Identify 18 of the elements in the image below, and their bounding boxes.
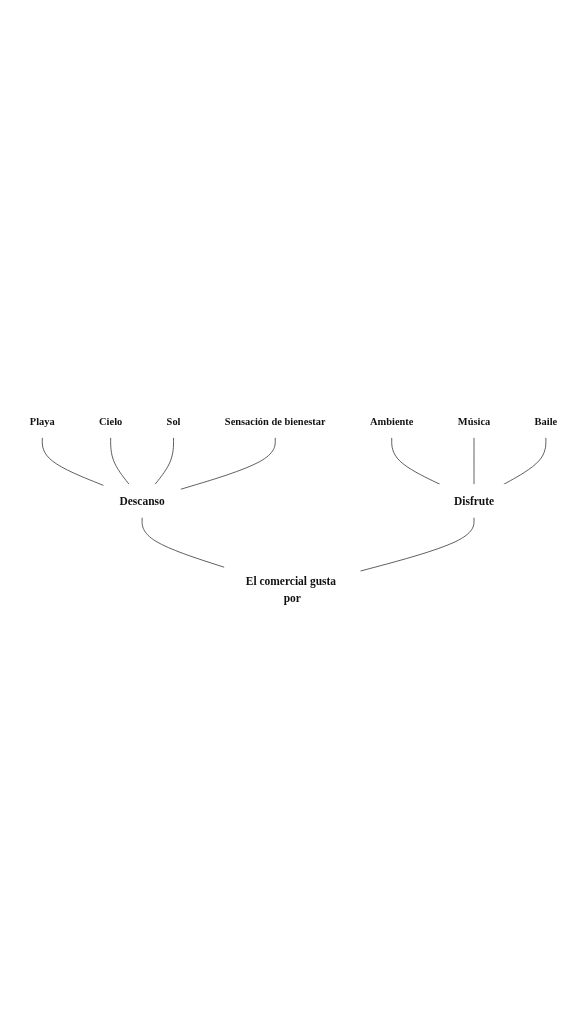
connector [154,436,174,485]
node-text: Música [457,415,491,428]
node-text: Baile [534,415,558,428]
node-text: Sol [166,415,181,428]
connector [41,436,105,486]
node-text: Cielo [99,415,123,428]
node-text: Sensación de bienestar [224,415,326,428]
connector [141,516,225,568]
node-text: Descanso [119,494,165,508]
node-text: Playa [29,415,55,428]
node-text: Ambiente [370,415,414,428]
node-text: Disfrute [453,494,495,508]
connector [503,436,547,485]
node-text: El comercial gusta por [245,573,337,605]
connector [110,436,130,485]
connector [180,436,276,490]
connector [391,436,441,485]
connector [359,516,475,572]
